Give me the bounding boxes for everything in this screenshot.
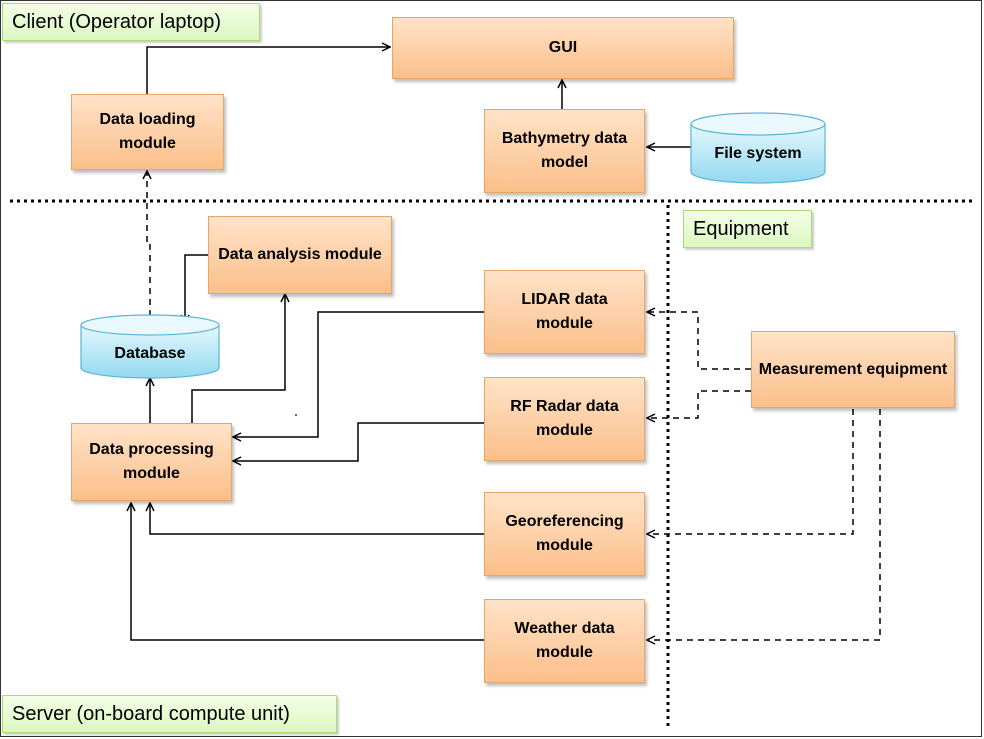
- lidar-data-module-box: LIDAR data module: [484, 270, 645, 354]
- database-label: Database: [114, 345, 185, 362]
- stray-dot: [295, 414, 297, 416]
- region-label-equipment: Equipment: [683, 210, 812, 248]
- database-storage: Database: [80, 314, 220, 379]
- file-system-storage: File system: [690, 112, 826, 184]
- measurement-equipment-box: Measurement equipment: [751, 331, 955, 408]
- arrow-analysis-to-database: [185, 254, 208, 323]
- arrow-measurement-to-lidar: [647, 312, 751, 370]
- arrow-dataloading-to-gui: [146, 47, 390, 94]
- region-label-client: Client (Operator laptop): [2, 3, 260, 41]
- arrow-rfradar-to-processing: [233, 422, 484, 461]
- bathymetry-data-model-box: Bathymetry data model: [484, 109, 645, 193]
- georeferencing-module-box: Georeferencing module: [484, 492, 645, 576]
- arrow-lidar-to-processing: [233, 311, 484, 437]
- arrow-processing-to-analysis: [191, 294, 285, 423]
- weather-data-module-box: Weather data module: [484, 599, 645, 683]
- gui-box: GUI: [392, 17, 734, 79]
- data-loading-module-box: Data loading module: [71, 94, 224, 170]
- arrow-georef-to-processing: [150, 503, 484, 535]
- arrow-measurement-to-georef: [647, 409, 854, 534]
- arrow-database-to-dataloading: [147, 171, 150, 316]
- arrow-measurement-to-rfradar: [647, 390, 751, 418]
- rf-radar-data-module-box: RF Radar data module: [484, 377, 645, 461]
- file-system-label: File system: [714, 145, 801, 162]
- arrow-measurement-to-weather: [647, 409, 881, 640]
- data-processing-module-box: Data processing module: [71, 423, 232, 501]
- arrow-weather-to-processing: [131, 503, 484, 641]
- region-label-server: Server (on-board compute unit): [2, 695, 337, 733]
- data-analysis-module-box: Data analysis module: [208, 216, 392, 294]
